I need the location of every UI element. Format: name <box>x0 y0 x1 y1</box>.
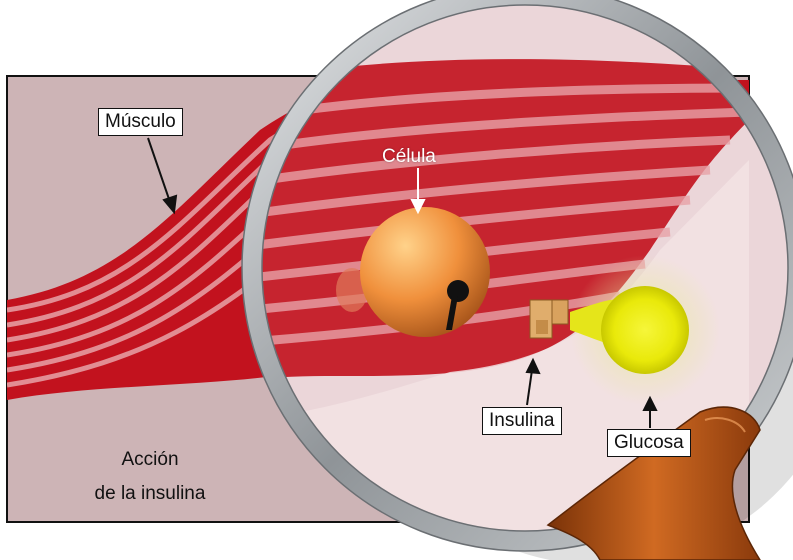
caption: Acción de la insulina <box>60 448 240 506</box>
glucose-label: Glucosa <box>607 429 691 457</box>
cell-label: Célula <box>382 146 436 168</box>
caption-line-2: de la insulina <box>60 482 240 506</box>
insulin-label: Insulina <box>482 407 562 435</box>
glucose-molecule <box>570 255 720 405</box>
caption-line-1: Acción <box>60 448 240 472</box>
muscle-label: Músculo <box>98 108 183 136</box>
